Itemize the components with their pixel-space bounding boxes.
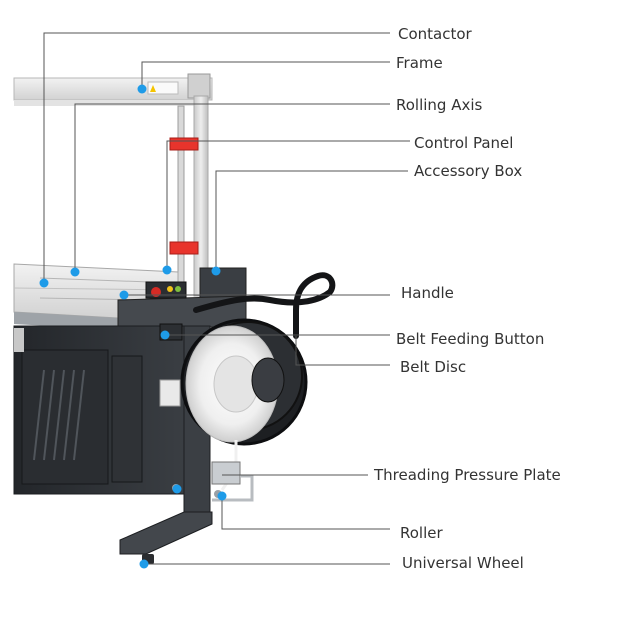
marker-threading-pressure-plate (172, 484, 182, 494)
leader-control-panel (166, 140, 410, 270)
label-roller: Roller (400, 524, 443, 542)
leader-contactor (43, 32, 390, 283)
cabinet-door (21, 349, 109, 485)
marker-roller (217, 491, 227, 501)
cabinet-vents (33, 369, 85, 461)
label-universal-wheel: Universal Wheel (402, 554, 524, 572)
label-handle: Handle (401, 284, 454, 302)
threading-pressure-plate (211, 461, 241, 485)
machine-body (13, 73, 336, 564)
marker-belt-feeding-button (160, 330, 170, 340)
leader-roller (221, 496, 390, 530)
frame-corner (187, 73, 211, 99)
leader-rolling-axis (74, 103, 390, 272)
label-threading-pressure-plate: Threading Pressure Plate (374, 466, 561, 484)
handle (193, 272, 336, 339)
markers (39, 84, 227, 569)
marker-accessory-box (211, 266, 221, 276)
marker-handle (119, 290, 129, 300)
label-accessory-box: Accessory Box (414, 162, 523, 180)
label-control-panel: Control Panel (414, 134, 514, 152)
frame-top-bar-shadow (14, 100, 204, 106)
leader-accessory-box (215, 170, 408, 271)
leader-lines (43, 32, 410, 565)
label-belt-feeding-button: Belt Feeding Button (396, 330, 545, 348)
marker-control-panel (162, 265, 172, 275)
red-bracket-lower (169, 241, 199, 255)
leader-frame (141, 61, 390, 89)
red-bracket-upper (169, 137, 199, 151)
frame-pillar (193, 95, 209, 297)
marker-contactor (39, 278, 49, 288)
marker-frame (137, 84, 147, 94)
label-belt-disc: Belt Disc (400, 358, 467, 376)
label-rolling-axis: Rolling Axis (396, 96, 483, 114)
marker-rolling-axis (70, 267, 80, 277)
roller-rod (212, 474, 254, 502)
marker-universal-wheel (139, 559, 149, 569)
label-contactor: Contactor (398, 25, 472, 43)
rolling-axis-rod (177, 105, 185, 287)
leader-belt-disc (295, 336, 390, 366)
base-foot (119, 511, 213, 555)
label-frame: Frame (396, 54, 443, 72)
belt-disc-hub (251, 357, 285, 403)
